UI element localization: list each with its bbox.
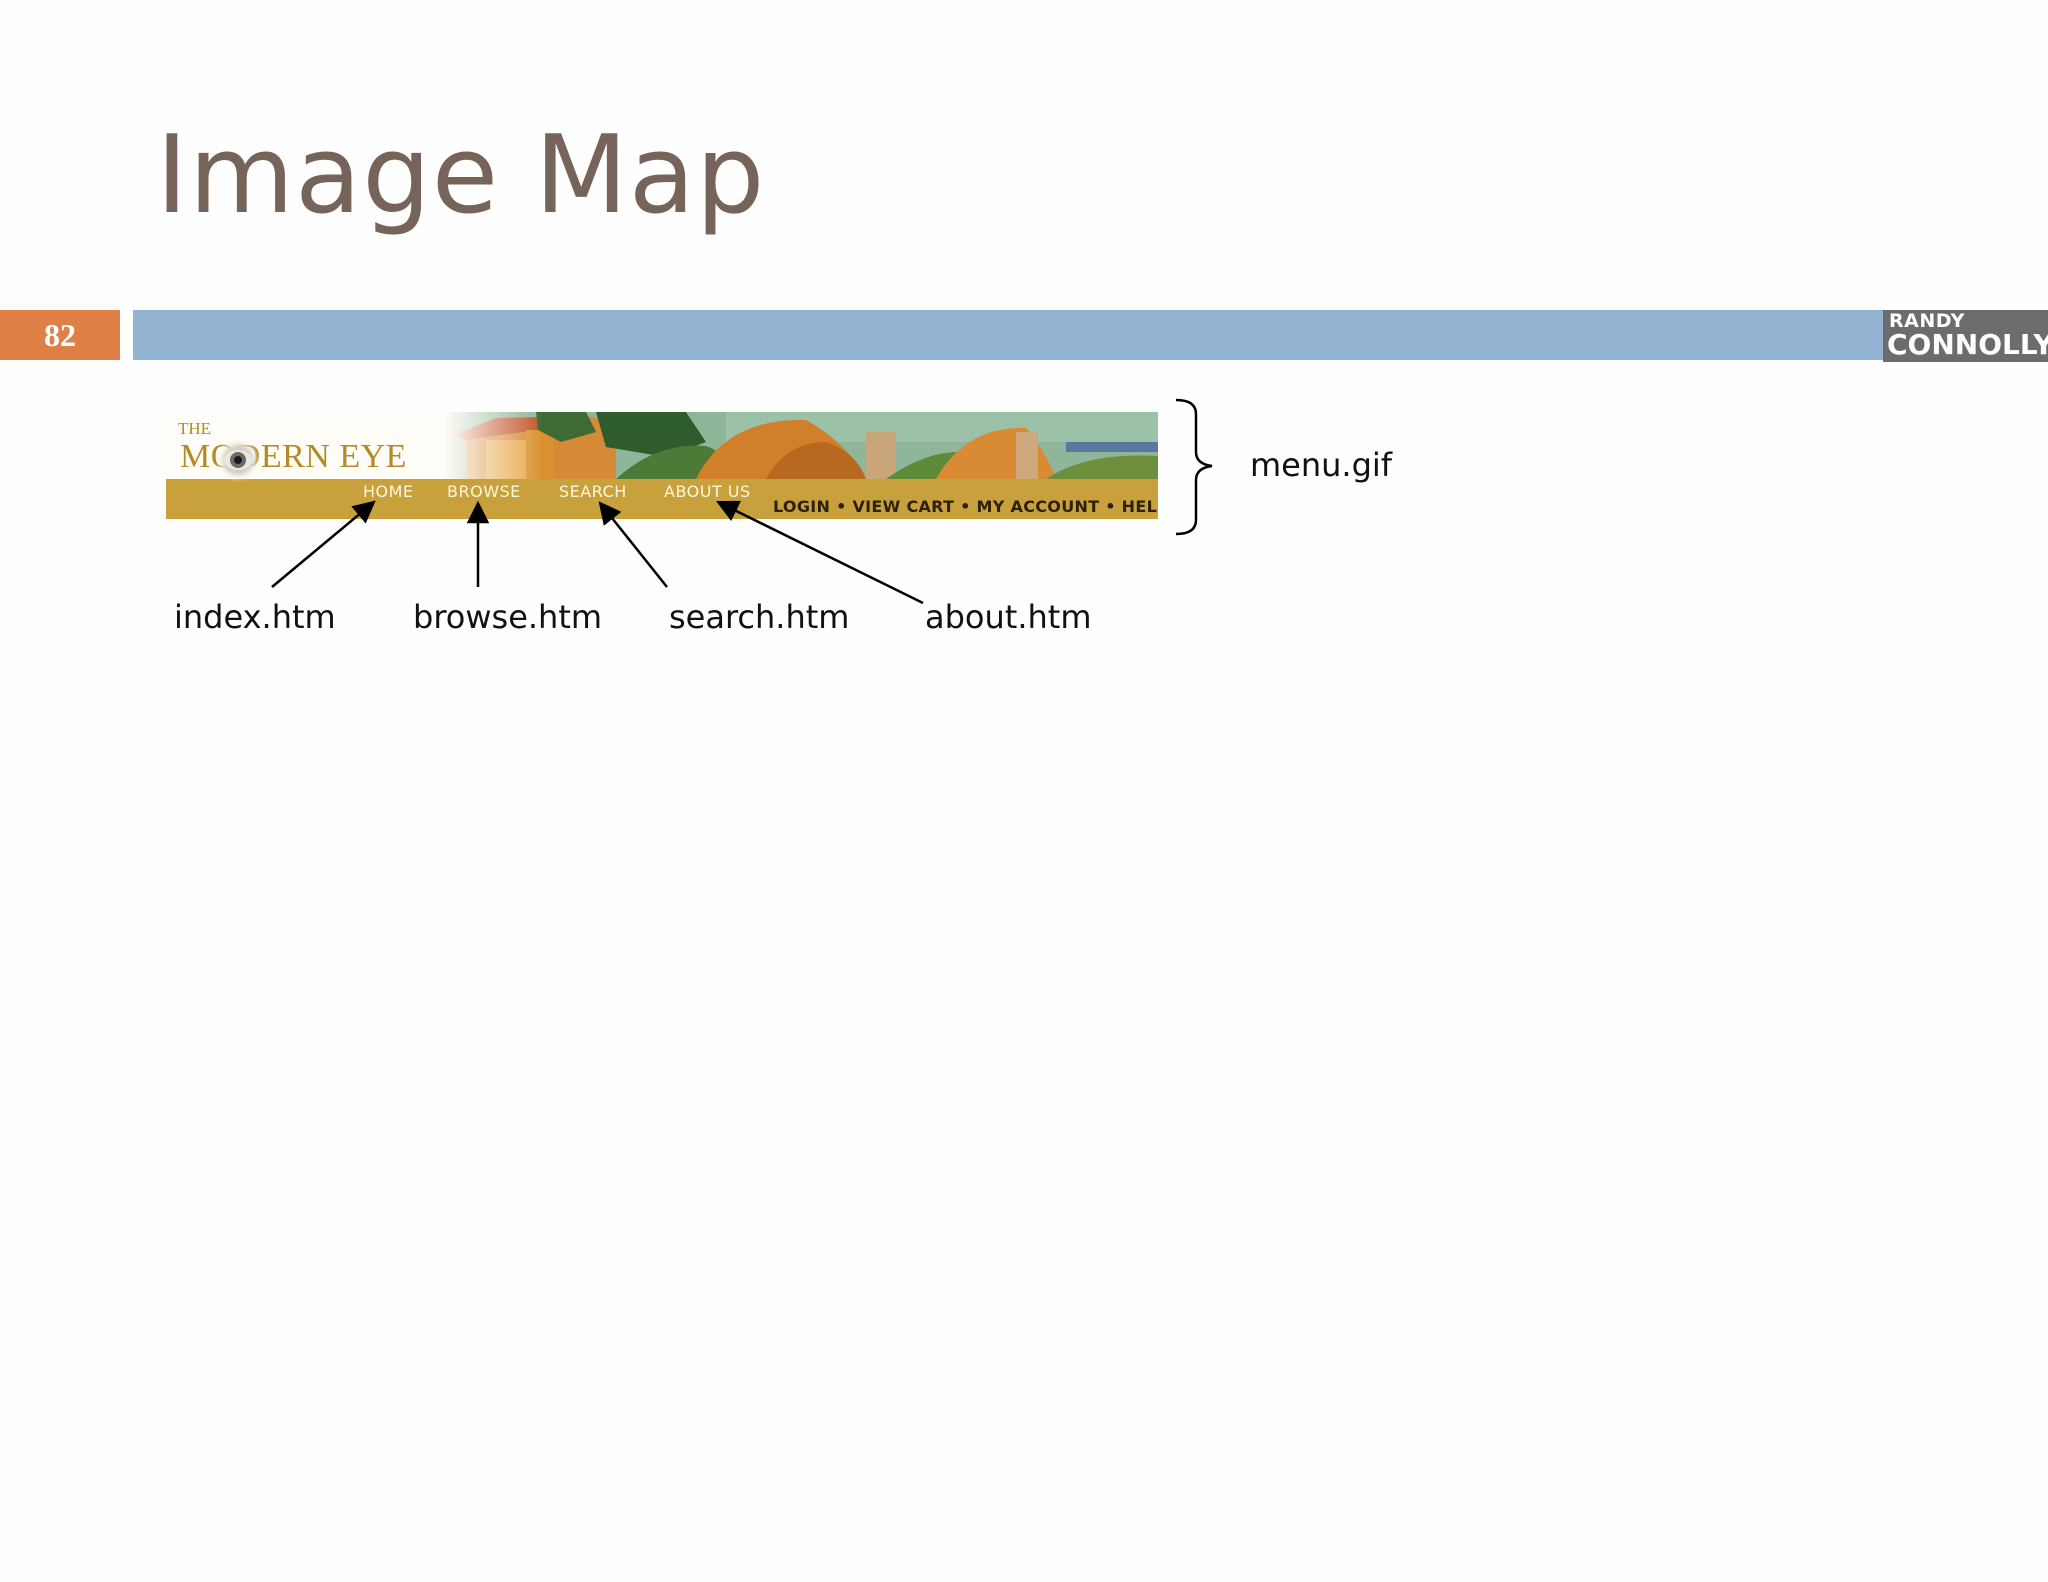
- header-bar: [133, 310, 1883, 360]
- nav-search[interactable]: SEARCH: [559, 482, 627, 501]
- author-first-name: RANDY: [1889, 310, 1965, 332]
- link-label-index: index.htm: [174, 598, 336, 636]
- landscape-painting: [166, 412, 1158, 479]
- brand-the: THE: [178, 419, 212, 438]
- menu-banner-image: THE MODERN EYE HOME BROWSE SEARCH ABOUT …: [166, 412, 1158, 519]
- page-number: 82: [0, 310, 120, 360]
- link-label-browse: browse.htm: [413, 598, 603, 636]
- link-label-search: search.htm: [669, 598, 850, 636]
- author-last-name: CONNOLLY: [1887, 328, 2048, 361]
- slide-title: Image Map: [156, 113, 766, 238]
- utility-links[interactable]: LOGIN • VIEW CART • MY ACCOUNT • HELP: [773, 497, 1158, 516]
- nav-browse[interactable]: BROWSE: [447, 482, 521, 501]
- arrow-home: [271, 500, 376, 588]
- link-label-about: about.htm: [925, 598, 1092, 636]
- image-file-label: menu.gif: [1250, 446, 1393, 484]
- nav-home[interactable]: HOME: [363, 482, 414, 501]
- author-logo: RANDY CONNOLLY: [1883, 310, 2048, 362]
- nav-strip: [166, 479, 1158, 519]
- nav-about-us[interactable]: ABOUT US: [664, 482, 751, 501]
- arrow-search: [598, 501, 668, 588]
- arrow-about: [715, 500, 924, 605]
- brace: [1175, 398, 1213, 536]
- eye-icon: [216, 438, 260, 482]
